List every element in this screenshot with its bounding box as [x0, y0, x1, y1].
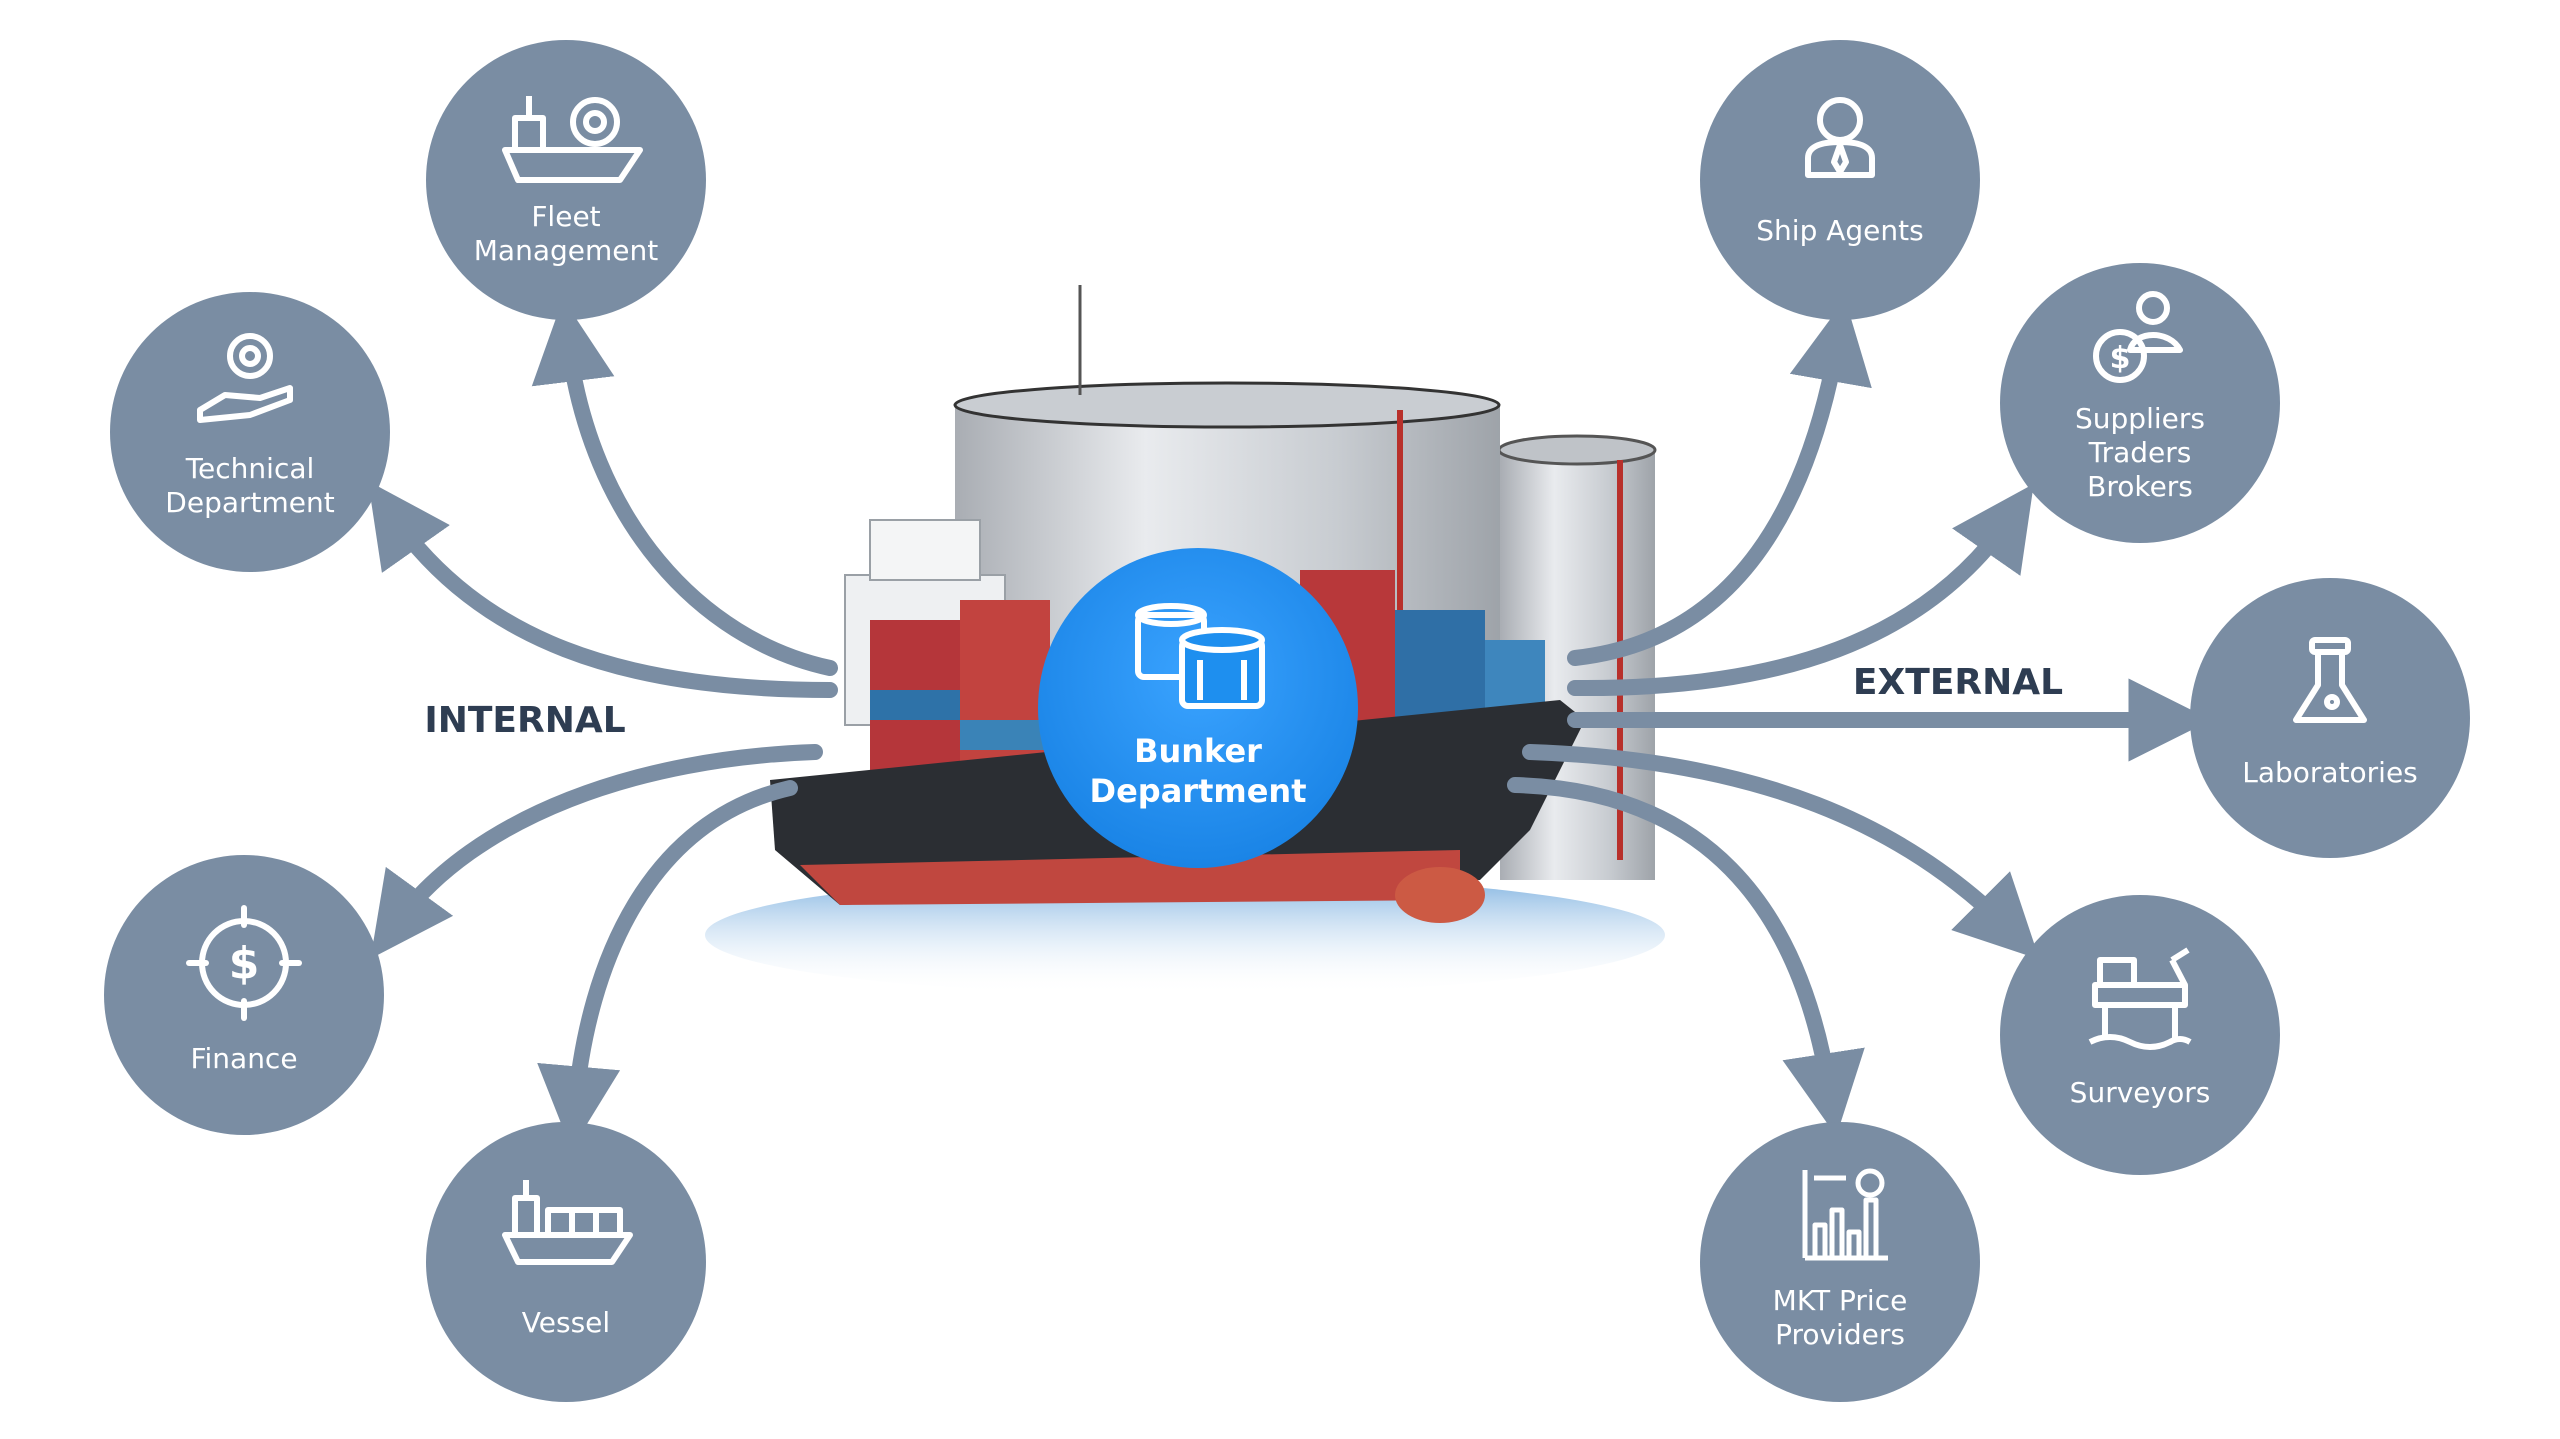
internal-label: INTERNAL: [424, 700, 625, 741]
node-label-line1: Technical: [185, 452, 315, 485]
arrow-to-vessel: [537, 780, 798, 1150]
arrows: [368, 298, 2212, 1150]
flask-icon: [2293, 637, 2367, 723]
arrow-to-fleet-management: [531, 298, 838, 676]
node-label-line1: Vessel: [522, 1306, 610, 1339]
node-suppliers-traders-brokers: $ Suppliers Traders Brokers: [2000, 263, 2280, 543]
node-label-line3: Brokers: [2087, 470, 2193, 503]
person-tie-icon: [1805, 97, 1875, 178]
cargo-ship-icon: [502, 1180, 633, 1265]
oil-rig-icon: [2088, 947, 2192, 1050]
node-finance: $ Finance: [104, 855, 384, 1135]
center-label-line1: Bunker: [1134, 732, 1262, 770]
arrow-to-surveyors: [1522, 744, 2040, 960]
node-label-line2: Management: [474, 234, 658, 267]
node-vessel: Vessel: [426, 1122, 706, 1402]
storage-tanks-icon: [1135, 603, 1265, 709]
node-label-line2: Traders: [2088, 436, 2192, 469]
node-label-line1: Suppliers: [2075, 402, 2205, 435]
arrow-to-technical-department: [368, 480, 838, 698]
center-node: Bunker Department: [1038, 548, 1358, 868]
node-label-line2: Department: [165, 486, 334, 519]
node-mkt-price-providers: MKT Price Providers: [1700, 1122, 1980, 1402]
ship-gear-icon: [502, 96, 643, 183]
bar-chart-icon: [1802, 1168, 1888, 1261]
node-label-line1: Finance: [190, 1042, 297, 1075]
dollar-sign-icon: $: [229, 938, 260, 989]
node-laboratories: Laboratories: [2190, 578, 2470, 858]
node-label-line1: Surveyors: [2070, 1076, 2211, 1109]
gear-hand-icon: [197, 333, 293, 423]
node-fleet-management: Fleet Management: [426, 40, 706, 320]
node-surveyors: Surveyors: [2000, 895, 2280, 1175]
node-label-line1: MKT Price: [1773, 1284, 1908, 1317]
arrow-to-ship-agents: [1567, 299, 1872, 666]
node-label-line1: Laboratories: [2242, 756, 2418, 789]
external-label: EXTERNAL: [1853, 662, 2063, 703]
money-person-icon: [2093, 291, 2183, 383]
node-label-line1: Fleet: [531, 200, 600, 233]
center-label-line2: Department: [1090, 772, 1307, 810]
node-label-line1: Ship Agents: [1756, 214, 1923, 247]
node-technical-department: Technical Department: [110, 292, 390, 572]
dollar-sign-icon: $: [2110, 341, 2131, 376]
dollar-target-icon: [186, 905, 302, 1021]
arrow-to-finance: [370, 744, 823, 959]
arrow-to-mkt-price: [1507, 777, 1865, 1137]
node-ship-agents: Ship Agents: [1700, 40, 1980, 320]
node-label-line2: Providers: [1775, 1318, 1905, 1351]
arrow-to-suppliers: [1567, 483, 2034, 697]
